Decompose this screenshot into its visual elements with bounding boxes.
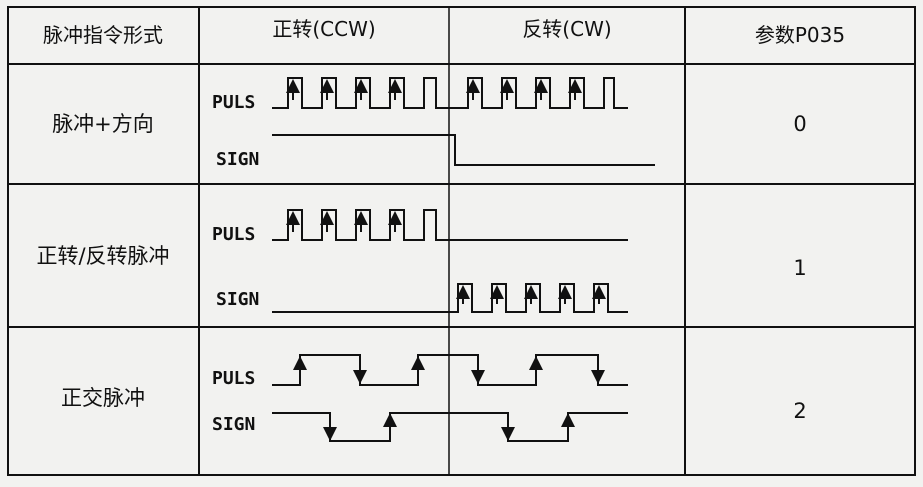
header-param: 参数P035: [755, 23, 845, 47]
param-value-row3: 2: [793, 399, 806, 423]
row-label-fwd-rev-pulse: 正转/反转脉冲: [36, 244, 169, 268]
row1-sign-waveform: [272, 134, 655, 166]
header-cw: 反转(CW): [522, 17, 611, 41]
header-form: 脉冲指令形式: [43, 23, 163, 47]
row3-sign-waveform: [272, 412, 628, 442]
row-label-pulse-direction: 脉冲+方向: [52, 112, 154, 136]
param-value-row1: 0: [793, 112, 806, 136]
table-grid: [7, 6, 916, 476]
row1-sign-label: SIGN: [216, 149, 259, 170]
row2-puls-waveform: [272, 209, 628, 241]
row3-puls-waveform: [272, 354, 628, 386]
row1-puls-label: PULS: [212, 92, 255, 113]
row1-puls-waveform: [272, 77, 628, 109]
row3-sign-label: SIGN: [212, 414, 255, 435]
row-label-quadrature-pulse: 正交脉冲: [61, 386, 145, 410]
row2-sign-label: SIGN: [216, 289, 259, 310]
header-ccw: 正转(CCW): [272, 17, 375, 41]
row2-puls-label: PULS: [212, 224, 255, 245]
row3-puls-label: PULS: [212, 368, 255, 389]
param-value-row2: 1: [793, 256, 806, 280]
edge-arrows: [286, 79, 606, 441]
row2-sign-waveform: [272, 283, 628, 313]
table-border: [7, 6, 916, 476]
